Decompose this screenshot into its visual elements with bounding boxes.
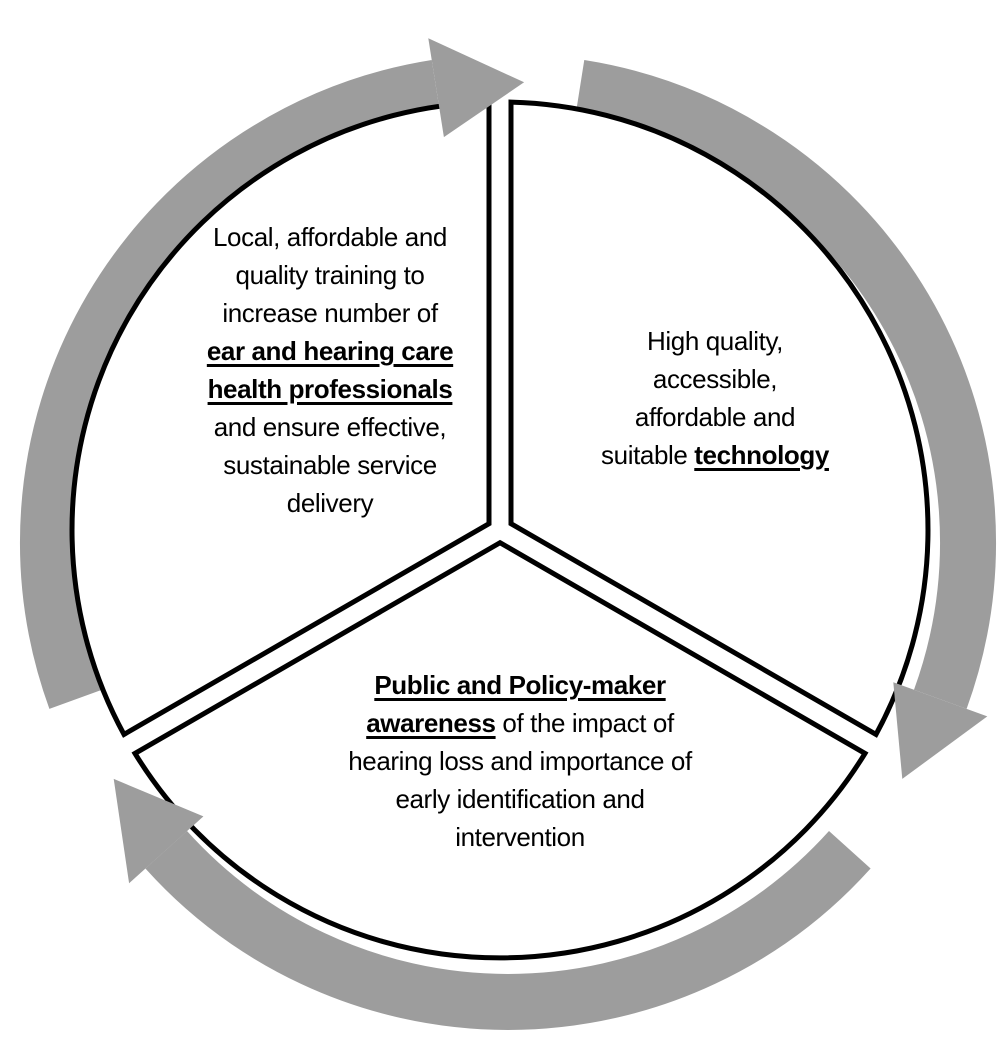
- text-line: health professionals: [170, 370, 490, 408]
- arrowhead-right-icon: [893, 682, 988, 779]
- text-segment: increase number of: [222, 298, 438, 328]
- text-line: increase number of: [170, 294, 490, 332]
- text-segment: delivery: [286, 488, 374, 518]
- text-segment: quality training to: [235, 260, 425, 290]
- text-segment: and ensure effective,: [213, 412, 447, 442]
- text-line: High quality,: [565, 322, 865, 360]
- text-line: quality training to: [170, 256, 490, 294]
- cycle-arc-left: [19, 60, 441, 709]
- text-line: suitable technology: [565, 436, 865, 474]
- sector-training-workforce: [69, 99, 492, 738]
- text-segment: ear and hearing care: [206, 336, 454, 366]
- text-line: accessible,: [565, 360, 865, 398]
- text-line: delivery: [170, 484, 490, 522]
- text-segment: intervention: [455, 822, 585, 852]
- text-line: Public and Policy-maker: [320, 666, 720, 704]
- text-segment: High quality,: [647, 326, 783, 356]
- sector-awareness: [131, 539, 869, 961]
- arrowhead-bottom-left-icon: [113, 778, 204, 884]
- text-line: ear and hearing care: [170, 332, 490, 370]
- text-segment: sustainable service: [223, 450, 437, 480]
- text-line: intervention: [320, 818, 720, 856]
- cycle-arrows: [19, 60, 997, 1030]
- text-line: awareness of the impact of: [320, 704, 720, 742]
- circle-sectors: [69, 99, 931, 961]
- text-line: affordable and: [565, 398, 865, 436]
- text-segment: affordable and: [634, 402, 796, 432]
- text-segment: suitable: [601, 440, 695, 470]
- text-line: Local, affordable and: [170, 218, 490, 256]
- text-line: early identification and: [320, 780, 720, 818]
- text-segment: early identification and: [395, 784, 645, 814]
- cycle-arrowheads: [113, 38, 988, 884]
- cycle-arc-right: [575, 60, 997, 709]
- text-segment: awareness: [366, 708, 496, 738]
- arrowhead-top-icon: [428, 38, 525, 138]
- text-segment: Local, affordable and: [213, 222, 447, 252]
- text-segment: hearing loss and importance of: [348, 746, 692, 776]
- cycle-arc-bottom: [145, 831, 871, 1030]
- label-technology: High quality, accessible, affordable and…: [565, 322, 865, 474]
- label-training-workforce: Local, affordable and quality training t…: [170, 218, 490, 522]
- label-awareness: Public and Policy-maker awareness of the…: [320, 666, 720, 856]
- text-segment: technology: [694, 440, 829, 470]
- text-segment: Public and Policy-maker: [374, 670, 666, 700]
- text-segment: of the impact of: [495, 708, 674, 738]
- sector-technology: [508, 99, 931, 738]
- text-line: hearing loss and importance of: [320, 742, 720, 780]
- text-line: sustainable service: [170, 446, 490, 484]
- text-segment: health professionals: [207, 374, 453, 404]
- text-segment: accessible,: [652, 364, 778, 394]
- text-line: and ensure effective,: [170, 408, 490, 446]
